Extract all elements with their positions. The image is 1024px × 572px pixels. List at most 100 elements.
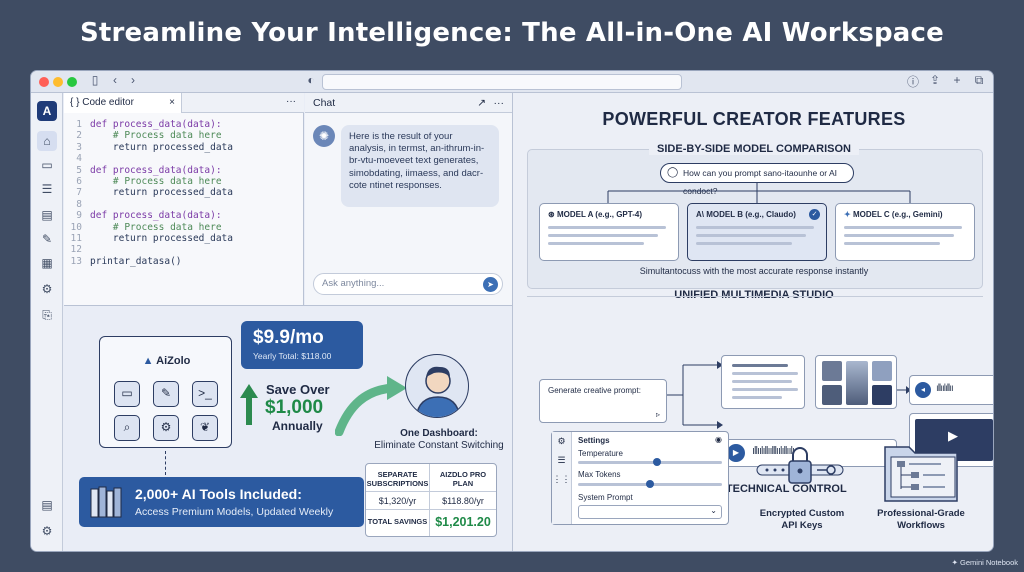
system-prompt-select[interactable]: ⌄ <box>578 505 722 519</box>
play-icon[interactable]: ▶ <box>727 444 745 462</box>
tabs-overview-icon[interactable]: ⧉ <box>974 73 984 87</box>
code-editor-header: { } Code editor × ··· <box>64 93 304 113</box>
assistant-message: Here is the result of your analysis, in … <box>341 125 499 207</box>
app-logo-icon[interactable]: A <box>37 101 57 121</box>
model-c-line <box>844 242 940 245</box>
code-line[interactable]: 2 # Process data here <box>64 130 304 141</box>
model-a-label: ⊛ MODEL A (e.g., GPT-4) <box>548 210 642 219</box>
chat-input[interactable]: Ask anything... ➤ <box>313 273 503 295</box>
brush-tool-icon: ✎ <box>153 381 179 407</box>
forward-icon[interactable]: › <box>131 73 135 87</box>
home-icon[interactable]: ⌂ <box>37 131 57 151</box>
dashboard-caption: One Dashboard: Eliminate Constant Switch… <box>349 428 529 452</box>
prompt-pill[interactable]: ◯ How can you prompt sano-itaounhe or AI… <box>660 163 854 196</box>
line-number: 10 <box>70 221 82 233</box>
settings-gear-icon[interactable]: ⚙ <box>557 436 566 446</box>
code-line[interactable]: 11 return processed_data <box>64 233 304 244</box>
back-icon[interactable]: ‹ <box>113 73 117 87</box>
code-line[interactable]: 8 <box>64 199 304 210</box>
model-b-card[interactable]: A\ MODEL B (e.g., Claudo) ✓ <box>687 203 827 261</box>
sidebar-toggle-icon[interactable]: ▯ <box>91 73 99 87</box>
comparison-heading: SIDE-BY-SIDE MODEL COMPARISON <box>513 143 993 155</box>
settings-close-icon[interactable]: ◉ <box>715 435 722 444</box>
tab-code-editor[interactable]: { } Code editor × <box>64 93 182 113</box>
document-icon[interactable]: ▤ <box>41 208 53 222</box>
close-window-button[interactable] <box>39 77 49 87</box>
code-line[interactable]: 3 return processed_data <box>64 142 304 153</box>
pro-plan-value: $118.80/yr <box>430 492 496 510</box>
notes-icon[interactable]: ▤ <box>41 498 53 512</box>
assistant-avatar-icon: ✺ <box>313 125 335 147</box>
send-button[interactable]: ➤ <box>483 277 498 292</box>
temperature-slider[interactable] <box>578 458 722 466</box>
yearly-total: Yearly Total: $118.00 <box>253 351 332 361</box>
up-arrow-icon <box>240 384 258 398</box>
code-text: # Process data here <box>90 221 222 233</box>
total-savings-value: $1,201.20 <box>435 515 491 529</box>
workflows-line-2: Workflows <box>897 519 945 531</box>
temperature-knob[interactable] <box>652 458 661 466</box>
help-icon[interactable]: ⓘ <box>906 75 919 89</box>
video-play-icon[interactable]: ▶ <box>948 428 958 443</box>
chat-more-icon[interactable]: ··· <box>493 97 505 109</box>
open-external-icon[interactable]: ↗ <box>477 97 486 109</box>
code-text: printar_datasa() <box>90 255 182 267</box>
settings-sliders-icon[interactable]: ☰ <box>557 455 566 465</box>
max-tokens-slider[interactable] <box>578 480 722 488</box>
temperature-label: Temperature <box>578 449 623 458</box>
app-card: ▲ AiZolo ▭ ✎ >_ ⌕ ⚙ ❦ <box>99 336 232 448</box>
doc-line <box>732 388 798 391</box>
gears-tool-icon: ⚙ <box>153 415 179 441</box>
code-line[interactable]: 10 # Process data here <box>64 222 304 233</box>
multimedia-connectors <box>667 361 723 429</box>
settings-side-rail: ⚙ ☰ ⋮⋮ <box>552 432 572 524</box>
annually-label: Annually <box>272 419 323 433</box>
files-icon[interactable]: ⎘ <box>42 308 52 322</box>
text-output-card[interactable] <box>721 355 805 409</box>
close-tab-icon[interactable]: × <box>169 97 175 108</box>
library-icon[interactable]: ▦ <box>41 256 53 270</box>
doc-line <box>732 396 782 399</box>
share-icon[interactable]: ⇪ <box>929 73 941 87</box>
pro-plan-column: AIZDLO PRO PLAN $118.80/yr $1,201.20 <box>430 464 496 536</box>
workflows-caption: Professional-Grade Workflows <box>865 508 977 531</box>
brush-icon[interactable]: ✎ <box>41 232 53 246</box>
code-line[interactable]: 6 # Process data here <box>64 176 304 187</box>
pane-divider-vertical[interactable] <box>512 93 513 551</box>
model-a-card[interactable]: ⊛ MODEL A (e.g., GPT-4) <box>539 203 679 261</box>
code-line[interactable]: 12 <box>64 244 304 255</box>
line-number: 1 <box>76 119 82 130</box>
address-bar[interactable] <box>322 74 682 90</box>
max-tokens-knob[interactable] <box>646 480 654 488</box>
image-output-card[interactable] <box>815 355 897 409</box>
chat-icon[interactable]: ▭ <box>41 158 53 172</box>
settings-icon[interactable]: ⚙ <box>41 282 53 296</box>
voice-output-card[interactable]: ◂ ıllıılıllıı <box>909 375 993 405</box>
settings-grid-icon[interactable]: ⋮⋮ <box>552 474 571 484</box>
maximize-window-button[interactable] <box>67 77 77 87</box>
shield-icon[interactable]: ◐ <box>307 73 315 87</box>
max-tokens-label: Max Tokens <box>578 470 621 479</box>
pane-divider-horizontal[interactable] <box>64 305 512 306</box>
code-line[interactable]: 7 return processed_data <box>64 187 304 198</box>
code-line[interactable]: 4 <box>64 153 304 164</box>
minimize-window-button[interactable] <box>53 77 63 87</box>
list-icon[interactable]: ☰ <box>41 182 53 196</box>
tools-title: 2,000+ AI Tools Included: <box>135 486 302 502</box>
new-tab-icon[interactable]: + <box>953 73 961 87</box>
generate-prompt-card[interactable]: Generate creative prompt: ▹ <box>539 379 667 423</box>
doc-line <box>732 372 798 375</box>
model-a-line <box>548 242 644 245</box>
preferences-icon[interactable]: ⚙ <box>41 524 53 538</box>
more-options-icon[interactable]: ··· <box>286 96 296 107</box>
books-icon <box>90 486 122 518</box>
settings-title: Settings <box>578 436 610 445</box>
doc-line <box>732 364 788 367</box>
model-a-line <box>548 234 658 237</box>
model-c-card[interactable]: ✦ MODEL C (e.g., Gemini) <box>835 203 975 261</box>
